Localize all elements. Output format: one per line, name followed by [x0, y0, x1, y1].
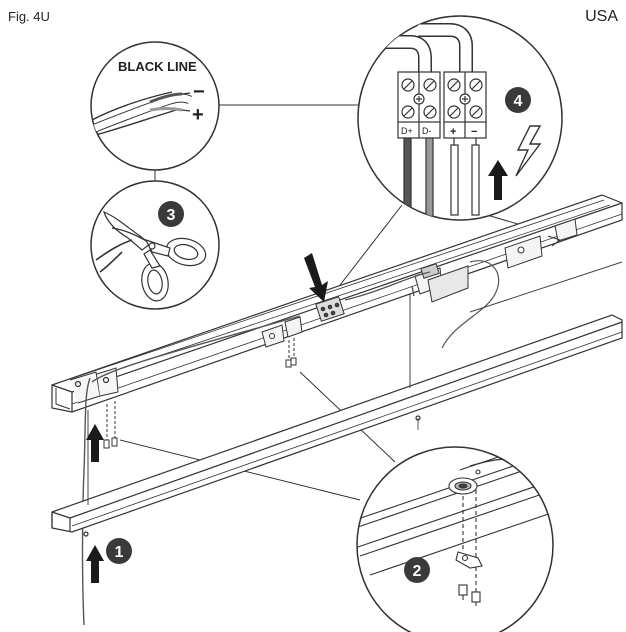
terminal-d-minus-label: D- — [422, 126, 432, 136]
base-callout — [356, 446, 554, 632]
upper-rail-screws — [103, 338, 297, 449]
step-badge-1 — [106, 538, 132, 564]
terminal-plus-label: + — [450, 126, 456, 138]
wire-minus-label: − — [193, 81, 205, 103]
region-label: USA — [585, 8, 618, 25]
terminal-block — [397, 71, 487, 139]
step-number-3: 3 — [167, 207, 176, 224]
step-badge-4 — [505, 87, 531, 113]
step-number-2: 2 — [413, 563, 422, 580]
cutter-callout — [90, 180, 220, 310]
up-arrow-icon — [86, 424, 104, 583]
terminal-up-arrow-icon — [488, 160, 508, 200]
wire-plus-label: + — [192, 104, 204, 126]
terminal-callout: D+ D- + − — [357, 15, 563, 221]
step-badge-2 — [404, 557, 430, 583]
black-line-label: BLACK LINE — [118, 59, 197, 74]
step-badge-3 — [158, 201, 184, 227]
rail-connector-block — [315, 263, 440, 322]
figure-label: Fig. 4U — [8, 9, 50, 24]
lower-rail — [51, 314, 623, 537]
step-number-1: 1 — [115, 544, 124, 561]
rail-cables — [81, 260, 500, 626]
connector-pointer-arrow — [304, 253, 328, 302]
terminal-minus-label: − — [471, 126, 477, 138]
terminal-d-plus-label: D+ — [401, 126, 413, 136]
wire-callout: BLACK LINE − + — [90, 41, 220, 171]
wire-cutter-icon — [95, 210, 207, 302]
background-guides — [87, 261, 623, 505]
step-number-4: 4 — [514, 93, 523, 110]
lightning-bolt-icon — [515, 125, 542, 177]
step-badges: 1 2 3 4 — [106, 87, 531, 583]
